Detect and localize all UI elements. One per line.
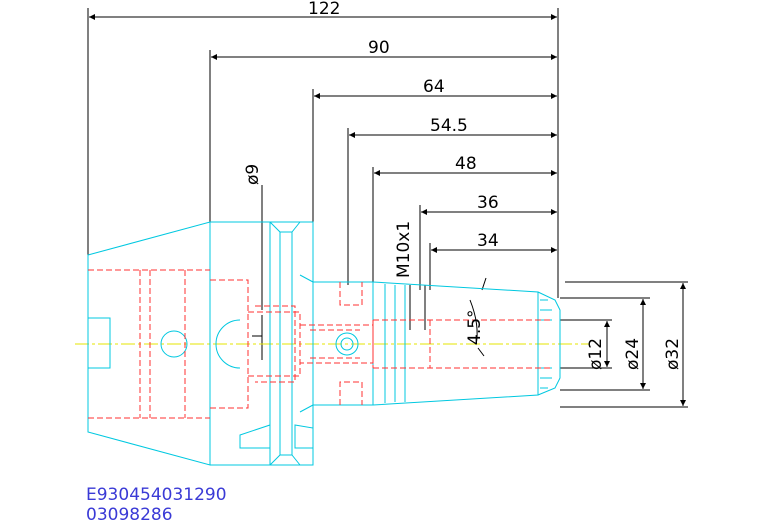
dim-48: 48 [455, 154, 477, 174]
extension-lines [87, 8, 688, 408]
dim-34: 34 [477, 231, 499, 251]
hidden-lines [88, 269, 550, 419]
dim-dia9: ø9 [243, 164, 263, 185]
order-number: 03098286 [86, 505, 173, 523]
part-number: E930454031290 [86, 485, 227, 505]
dim-dia24: ø24 [623, 338, 643, 370]
dim-36: 36 [477, 193, 499, 213]
dim-54-5: 54.5 [430, 116, 468, 136]
dim-thread: M10x1 [394, 221, 414, 278]
tool-holder-outline [87, 221, 561, 466]
dim-122: 122 [308, 0, 340, 19]
dim-dia12: ø12 [586, 338, 606, 370]
dim-dia32: ø32 [663, 338, 683, 370]
dimension-lines [89, 14, 686, 406]
dim-angle: 4.5° [465, 309, 485, 345]
dim-90: 90 [368, 38, 390, 58]
dim-64: 64 [423, 77, 445, 97]
